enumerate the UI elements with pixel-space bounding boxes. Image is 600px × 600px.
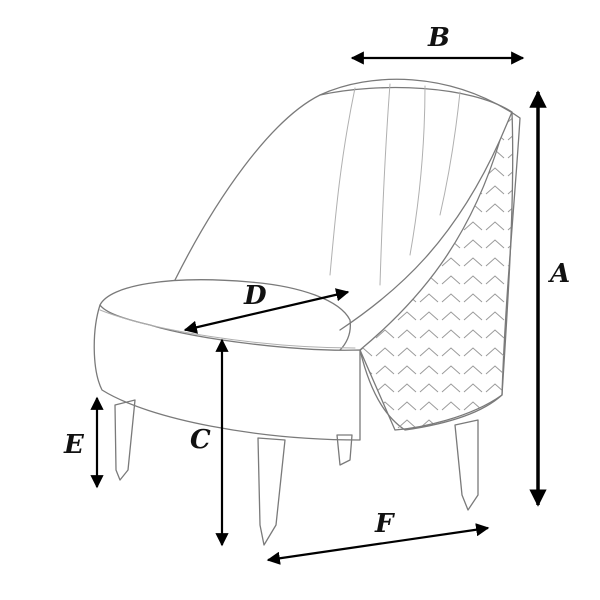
leg-back-right — [454, 419, 479, 511]
chair-arm-curve — [339, 139, 501, 331]
leg-front-left — [114, 399, 136, 481]
tufting-line-1 — [329, 87, 356, 276]
tufting-line-2 — [379, 83, 391, 286]
chair-back-outer — [174, 78, 521, 431]
chair-seat-seam — [99, 309, 356, 349]
leg-back-left — [336, 434, 353, 466]
chair-seat-top — [99, 279, 351, 351]
arrow-f — [266, 523, 490, 565]
chair-illustration — [93, 78, 521, 546]
tufting-line-3 — [409, 85, 426, 256]
label-c: C — [190, 425, 211, 455]
leg-front-right — [257, 437, 286, 546]
label-f: F — [374, 509, 395, 539]
label-d: D — [243, 281, 267, 311]
chair-back-rim — [319, 86, 513, 113]
arrow-d — [183, 288, 350, 334]
chair-seat-front — [93, 304, 361, 441]
chair-side-panel — [359, 111, 514, 431]
label-b: B — [427, 23, 450, 53]
dimension-arrows — [90, 51, 547, 565]
tufting-line-4 — [439, 91, 461, 216]
label-a: A — [547, 259, 570, 289]
dimension-labels: B A D C E F — [63, 23, 570, 539]
label-e: E — [63, 430, 85, 460]
